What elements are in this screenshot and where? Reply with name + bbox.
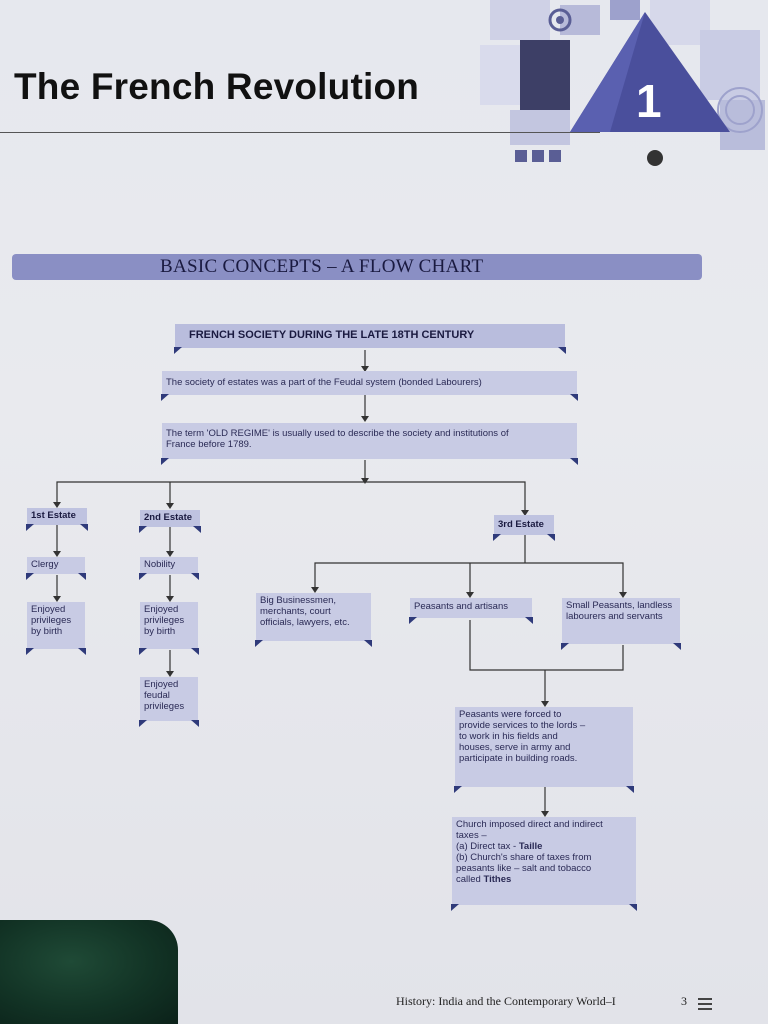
peasant-services-box: Peasants were forced to provide services…: [454, 707, 634, 793]
nobility-text: Nobility: [144, 559, 176, 570]
small-peasants-text: Small Peasants, landless labourers and s…: [566, 600, 673, 622]
nobility-box: Nobility: [139, 557, 199, 580]
tithes-line: (b) Church's share of taxes from peasant…: [456, 852, 616, 885]
clergy-box: Clergy: [26, 557, 86, 580]
old-regime-box: The term 'OLD REGIME' is usually used to…: [161, 423, 578, 465]
clergy-text: Clergy: [31, 559, 59, 570]
first-estate-box: 1st Estate: [26, 508, 88, 531]
tithes-prefix: (b) Church's share of taxes from peasant…: [456, 852, 592, 885]
title-divider: [0, 132, 600, 133]
feudal-privilege-box: Enjoyed feudal privileges: [139, 677, 199, 727]
church-taxes-box: Church imposed direct and indirect taxes…: [451, 817, 637, 911]
second-estate-label: 2nd Estate: [144, 512, 193, 523]
feudal-system-box: The society of estates was a part of the…: [161, 371, 578, 401]
feudal-privilege-text: Enjoyed feudal privileges: [144, 679, 185, 712]
peasants-artisans-box: Peasants and artisans: [409, 598, 533, 624]
church-taxes-intro: Church imposed direct and indirect taxes…: [456, 819, 603, 841]
feudal-system-text: The society of estates was a part of the…: [166, 377, 482, 388]
third-estate-box: 3rd Estate: [493, 515, 555, 541]
section-banner: [12, 254, 702, 280]
peasants-artisans-text: Peasants and artisans: [414, 601, 509, 612]
first-estate-label: 1st Estate: [31, 510, 76, 521]
menu-icon: [698, 998, 712, 1013]
direct-tax-prefix: (a) Direct tax -: [456, 841, 519, 852]
first-estate-privilege-text: Enjoyed privileges by birth: [31, 604, 72, 637]
small-peasants-box: Small Peasants, landless labourers and s…: [561, 598, 681, 650]
thumb-occlusion: [0, 920, 178, 1024]
flow-root-box: FRENCH SOCIETY DURING THE LATE 18TH CENT…: [174, 324, 566, 354]
direct-tax-line: (a) Direct tax - Taille: [456, 841, 616, 852]
footer-book-title: History: India and the Contemporary Worl…: [396, 994, 616, 1008]
page-title: The French Revolution: [14, 66, 420, 107]
flow-root-text: FRENCH SOCIETY DURING THE LATE 18TH CENT…: [189, 329, 475, 341]
first-estate-privilege-box: Enjoyed privileges by birth: [26, 602, 86, 655]
chapter-number: 1: [636, 75, 662, 127]
second-estate-privilege-text: Enjoyed privileges by birth: [144, 604, 185, 637]
direct-tax-name: Taille: [518, 841, 543, 852]
second-estate-privilege-box: Enjoyed privileges by birth: [139, 602, 199, 655]
chapter-decoration: [480, 0, 765, 166]
third-estate-label: 3rd Estate: [498, 519, 544, 530]
section-banner-text: BASIC CONCEPTS – A FLOW CHART: [160, 256, 484, 277]
page-number: 3: [681, 994, 687, 1008]
second-estate-box: 2nd Estate: [139, 510, 201, 533]
businessmen-text: Big Businessmen, merchants, court offici…: [260, 595, 350, 628]
peasant-services-text: Peasants were forced to provide services…: [459, 709, 586, 764]
businessmen-box: Big Businessmen, merchants, court offici…: [255, 593, 372, 647]
old-regime-text: The term 'OLD REGIME' is usually used to…: [166, 428, 509, 450]
tithes-name: Tithes: [483, 874, 512, 885]
